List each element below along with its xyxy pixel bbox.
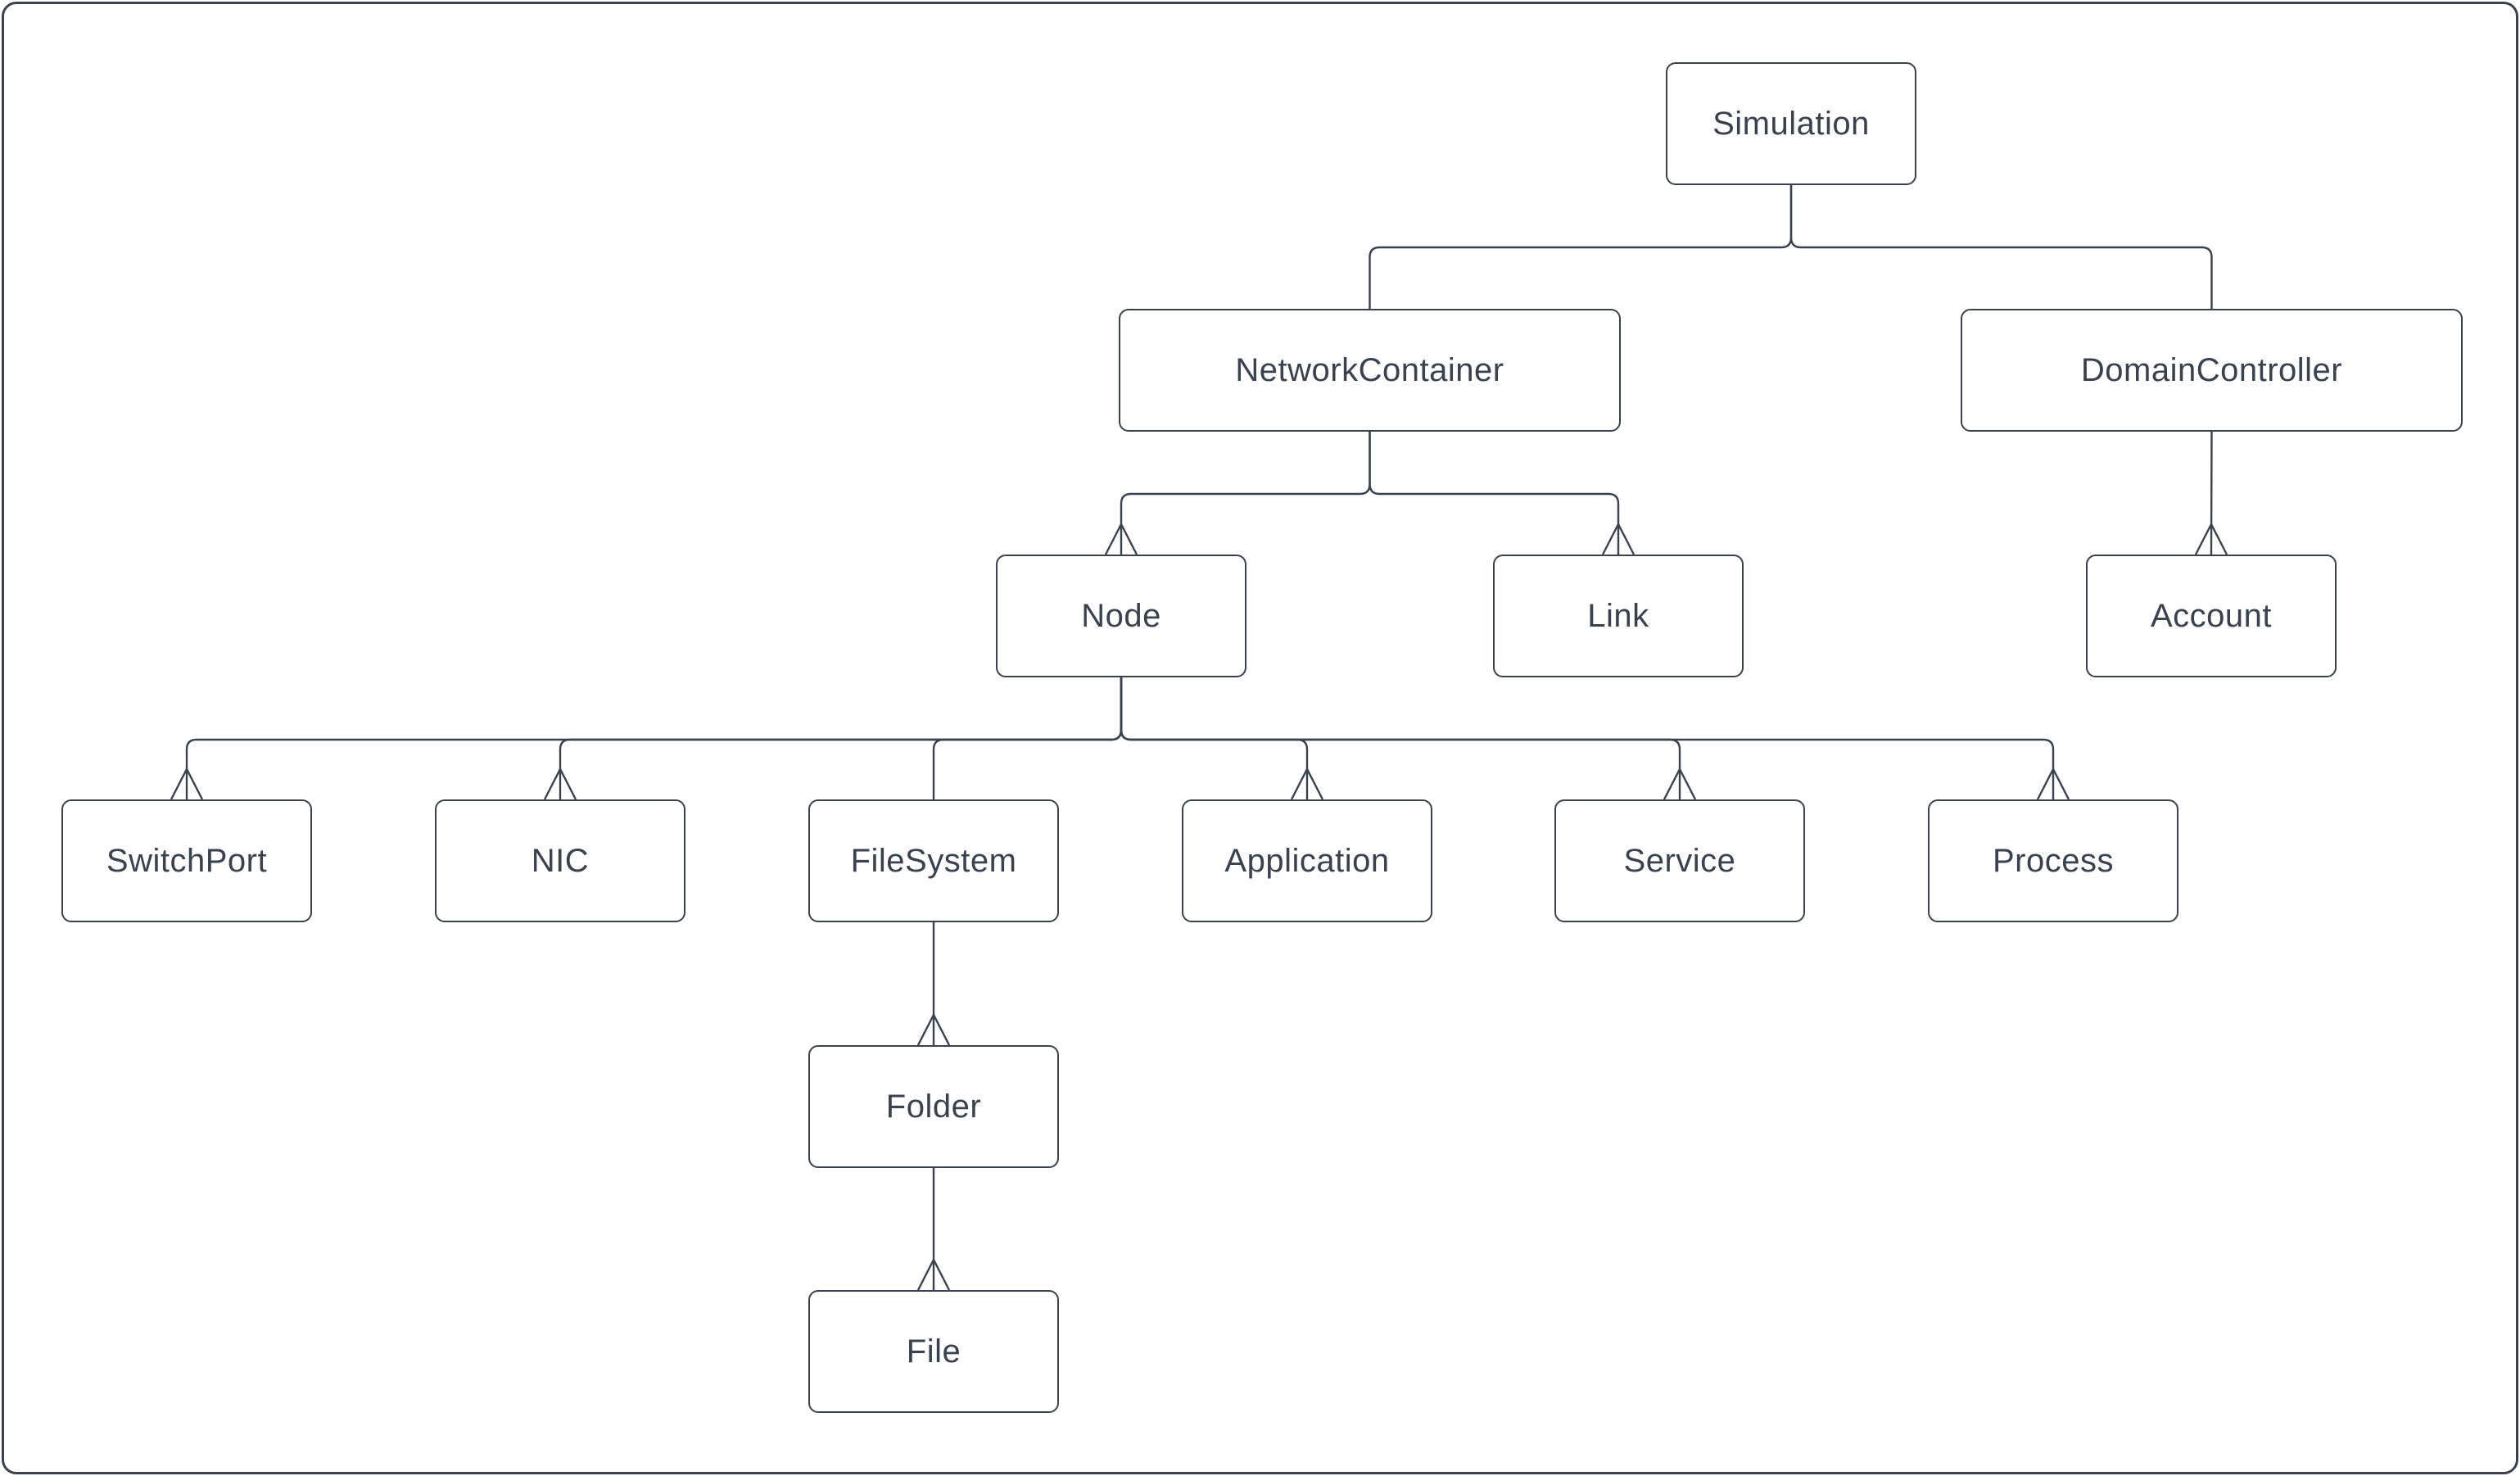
node-label: Service [1623, 843, 1736, 879]
open-arrowhead-icon [1104, 522, 1138, 555]
node-folder[interactable]: Folder [808, 1045, 1059, 1168]
node-label: File [906, 1333, 961, 1370]
node-label: DomainController [2080, 352, 2343, 388]
node-label: Account [2150, 598, 2273, 634]
open-arrowhead-icon [916, 1012, 951, 1046]
node-switchport[interactable]: SwitchPort [61, 799, 312, 922]
edge-domaincontroller-account [2210, 431, 2213, 555]
node-label: NIC [531, 843, 590, 879]
edge-node-process [1120, 677, 2055, 799]
node-label: NetworkContainer [1235, 352, 1504, 388]
node-domaincontroller[interactable]: DomainController [1961, 309, 2463, 432]
edge-node-filesystem [932, 677, 1123, 799]
node-application[interactable]: Application [1182, 799, 1432, 922]
open-arrowhead-icon [170, 767, 204, 800]
open-arrowhead-icon [1290, 767, 1324, 800]
open-arrowhead-icon [2036, 767, 2070, 800]
node-label: Link [1587, 598, 1649, 634]
node-networkcontainer[interactable]: NetworkContainer [1119, 309, 1621, 432]
node-link[interactable]: Link [1493, 555, 1744, 677]
node-simulation[interactable]: Simulation [1666, 62, 1916, 185]
node-label: SwitchPort [106, 843, 268, 879]
open-arrowhead-icon [543, 767, 577, 800]
node-service[interactable]: Service [1554, 799, 1805, 922]
node-label: Node [1081, 598, 1161, 634]
node-label: Application [1224, 843, 1390, 879]
node-nic[interactable]: NIC [435, 799, 685, 922]
node-label: Simulation [1712, 106, 1870, 142]
node-file[interactable]: File [808, 1290, 1059, 1413]
edge-simulation-domaincontroller [1789, 185, 2213, 309]
open-arrowhead-icon [1663, 767, 1697, 800]
open-arrowhead-icon [2194, 522, 2228, 555]
node-node[interactable]: Node [996, 555, 1246, 677]
node-filesystem[interactable]: FileSystem [808, 799, 1059, 922]
edge-simulation-networkcontainer [1369, 185, 1793, 309]
node-label: FileSystem [850, 843, 1017, 879]
node-label: Process [1993, 843, 2114, 879]
node-account[interactable]: Account [2086, 555, 2337, 677]
node-label: Folder [885, 1089, 982, 1125]
node-process[interactable]: Process [1928, 799, 2178, 922]
open-arrowhead-icon [1601, 522, 1636, 555]
edge-networkcontainer-node [1120, 432, 1371, 555]
open-arrowhead-icon [916, 1257, 951, 1291]
edge-networkcontainer-link [1369, 432, 1620, 555]
